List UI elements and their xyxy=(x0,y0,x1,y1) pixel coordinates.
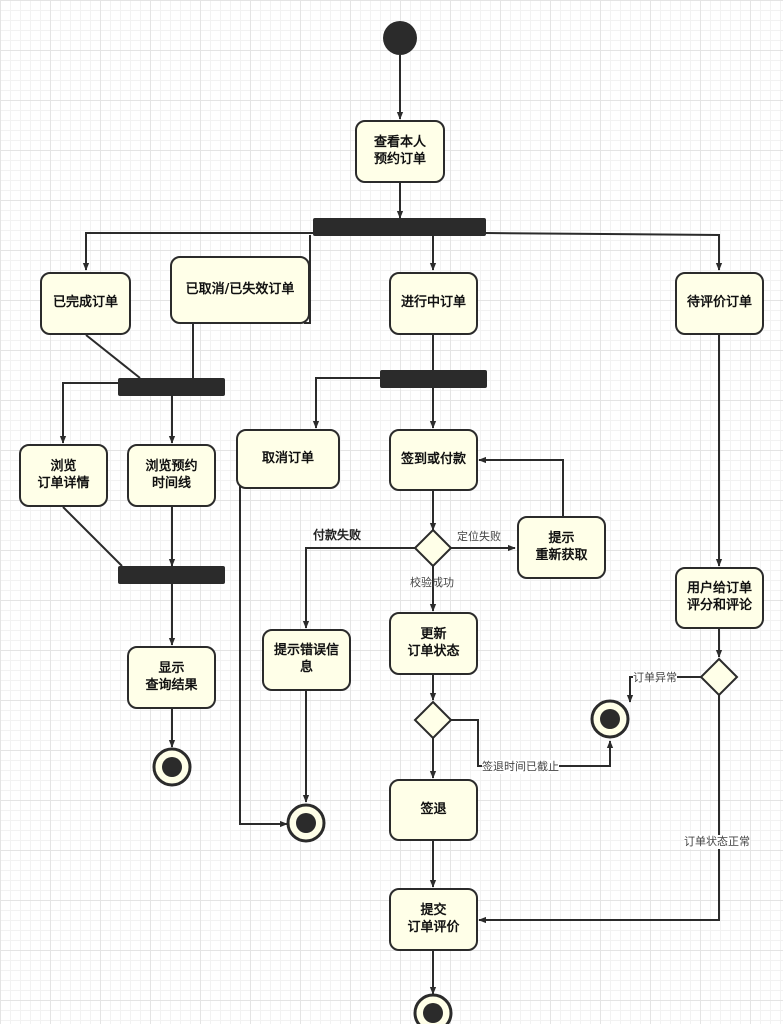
edge-fork-to-completed xyxy=(82,232,313,271)
edge-decision-to-error xyxy=(302,547,415,629)
end-node-submit xyxy=(413,993,453,1024)
fork-bar-main xyxy=(313,218,486,236)
node-checkout: 签退 xyxy=(389,779,478,841)
label-verify-success: 校验成功 xyxy=(410,576,454,589)
decision-diamond-review xyxy=(699,657,739,697)
label-locate-fail: 定位失败 xyxy=(457,530,501,543)
node-browse-order-detail: 浏览 订单详情 xyxy=(19,444,108,507)
label-order-abnormal: 订单异常 xyxy=(633,671,677,685)
edge-cancel-to-end xyxy=(239,482,288,828)
edge-decision-to-end-deadline xyxy=(451,719,614,767)
node-prompt-error: 提示错误信 息 xyxy=(262,629,351,691)
fork-bar-middle xyxy=(380,370,487,388)
label-pay-fail: 付款失败 xyxy=(313,528,362,542)
edge-completed-to-join xyxy=(85,334,141,379)
node-in-progress-orders: 进行中订单 xyxy=(389,272,478,335)
end-node-error xyxy=(286,803,326,843)
decision-diamond-checkout xyxy=(413,700,453,740)
node-update-order-status: 更新 订单状态 xyxy=(389,612,478,675)
node-cancel-order: 取消订单 xyxy=(236,429,340,489)
edge-retry-to-checkin xyxy=(478,456,564,516)
node-browse-timeline: 浏览预约 时间线 xyxy=(127,444,216,507)
edge-fork-to-cancelled xyxy=(304,235,311,324)
edge-fork3-to-cancel xyxy=(312,377,380,429)
end-node-abnormal xyxy=(590,699,630,739)
node-checkin-or-pay: 签到或付款 xyxy=(389,429,478,491)
label-checkout-deadline: 签退时间已截止 xyxy=(482,760,559,774)
label-order-status-normal: 订单状态正常 xyxy=(684,835,750,849)
node-prompt-retry: 提示 重新获取 xyxy=(517,516,606,579)
node-pending-review-orders: 待评价订单 xyxy=(675,272,764,335)
end-node-browse xyxy=(152,747,192,787)
node-cancelled-orders: 已取消/已失效订单 xyxy=(170,256,310,324)
edge-fork2-to-detail xyxy=(59,382,120,444)
edge-decision-to-submit xyxy=(478,695,720,924)
edge-decision-to-end-abnormal xyxy=(626,676,701,703)
join-bar-left-top xyxy=(118,378,225,396)
node-user-rating: 用户给订单 评分和评论 xyxy=(675,567,764,629)
node-view-orders: 查看本人 预约订单 xyxy=(355,120,445,183)
node-submit-review: 提交 订单评价 xyxy=(389,888,478,951)
start-node xyxy=(383,21,417,55)
node-completed-orders: 已完成订单 xyxy=(40,272,131,335)
join-bar-left-bottom xyxy=(118,566,225,584)
edge-fork-to-pending-review xyxy=(485,232,723,271)
node-show-query-result: 显示 查询结果 xyxy=(127,646,216,709)
decision-diamond-checkin xyxy=(413,528,453,568)
edge-detail-to-join xyxy=(62,506,123,567)
